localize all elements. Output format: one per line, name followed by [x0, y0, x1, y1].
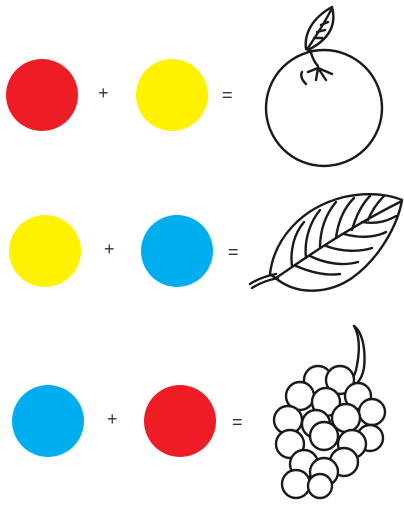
- orange-icon: [262, 4, 386, 168]
- leaf-icon: [248, 190, 404, 298]
- blue-color-circle: [12, 385, 84, 457]
- equals-sign: =: [232, 413, 243, 431]
- grapes-icon: [266, 322, 390, 502]
- red-color-circle: [144, 385, 216, 457]
- yellow-color-circle: [136, 59, 208, 131]
- red-color-circle: [6, 59, 78, 131]
- plus-sign: +: [104, 240, 115, 258]
- yellow-color-circle: [9, 215, 81, 287]
- equals-sign: =: [228, 243, 239, 261]
- plus-sign: +: [98, 84, 109, 102]
- blue-color-circle: [141, 215, 213, 287]
- plus-sign: +: [107, 410, 118, 428]
- equals-sign: =: [222, 86, 233, 104]
